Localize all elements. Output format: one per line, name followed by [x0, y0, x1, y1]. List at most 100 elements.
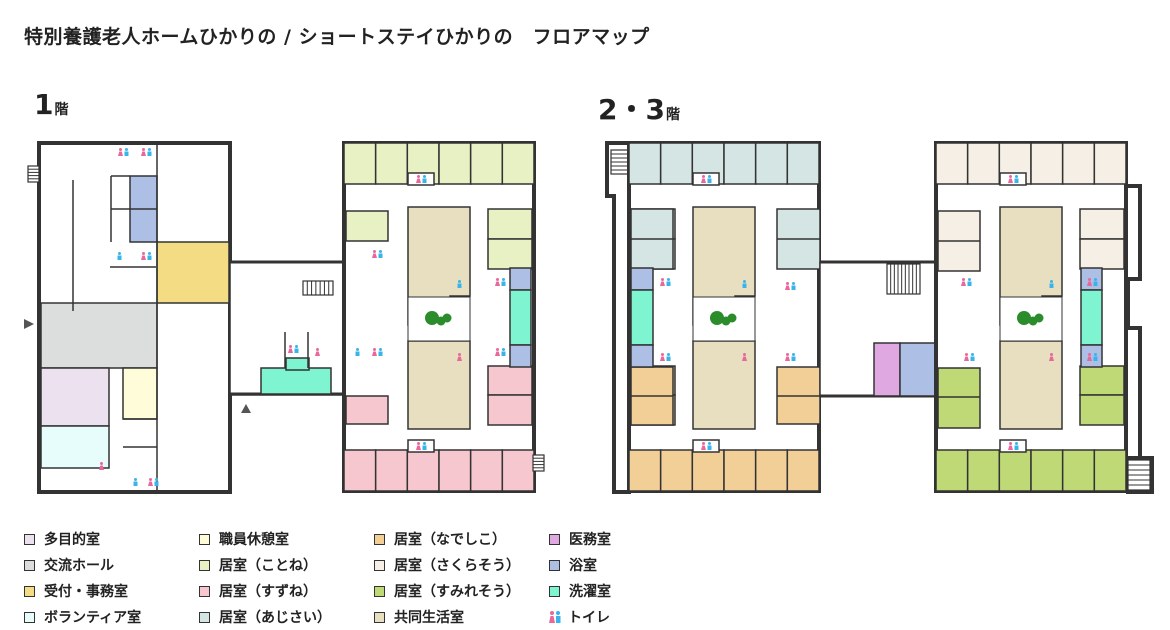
- legend-item-multipurpose: 多目的室: [24, 528, 100, 550]
- legend-swatch: [549, 533, 560, 545]
- toilet-icon: [549, 611, 561, 623]
- legend-item-ajisai: 居室（あじさい）: [199, 606, 331, 628]
- legend-label: 居室（さくらそう）: [394, 558, 520, 574]
- room-medical: [873, 342, 901, 397]
- room-bath: [509, 344, 532, 368]
- toilet-icon: [315, 348, 320, 356]
- resident-room: [487, 365, 533, 396]
- legend-item-hall: 交流ホール: [24, 554, 114, 576]
- toilet-icon: [660, 278, 671, 286]
- resident-room: [345, 395, 389, 425]
- toilet-icon: [964, 353, 975, 361]
- room-laundry: [1080, 289, 1103, 346]
- room-laundry: [285, 357, 310, 371]
- resident-room: [786, 449, 820, 492]
- legend-item-medical: 医務室: [549, 528, 611, 550]
- legend-label: 多目的室: [44, 532, 100, 548]
- legend-item-staff: 職員休憩室: [199, 528, 289, 550]
- legend-label: 洗濯室: [569, 584, 611, 600]
- toilet-icon: [355, 348, 360, 356]
- room-hall: [40, 302, 158, 369]
- legend-label: ボランティア室: [44, 610, 142, 626]
- legend-item-sumire: 居室（すみれそう）: [374, 580, 520, 602]
- resident-room: [935, 142, 969, 185]
- legend-swatch: [374, 533, 385, 545]
- resident-room: [998, 449, 1032, 492]
- resident-room: [786, 142, 820, 185]
- toilet-icon: [495, 348, 506, 356]
- toilet-icon: [141, 148, 152, 156]
- legend-swatch: [199, 559, 210, 571]
- room-staff: [122, 367, 158, 420]
- toilet-icon: [416, 442, 427, 450]
- legend-item-common: 共同生活室: [374, 606, 464, 628]
- room-laundry: [260, 367, 332, 395]
- floor-suffix: 階: [54, 102, 69, 118]
- page-title: 特別養護老人ホームひかりの / ショートステイひかりの フロアマップ: [24, 26, 650, 48]
- resident-room: [501, 449, 535, 492]
- toilet-icon: [141, 252, 152, 260]
- legend-item-volunteer: ボランティア室: [24, 606, 141, 628]
- resident-room: [1061, 142, 1096, 185]
- resident-room: [1061, 449, 1096, 492]
- resident-room: [1079, 365, 1125, 396]
- resident-room: [754, 449, 789, 492]
- room-laundry: [630, 289, 654, 346]
- toilet-icon: [117, 252, 122, 260]
- resident-room: [723, 142, 757, 185]
- toilet-icon: [495, 278, 506, 286]
- room-bath: [630, 344, 654, 368]
- resident-room: [374, 449, 409, 492]
- legend-label: 浴室: [569, 558, 597, 574]
- resident-room: [343, 449, 377, 492]
- room-volunteer: [40, 425, 110, 469]
- resident-room: [659, 142, 694, 185]
- resident-room: [374, 142, 409, 185]
- legend-label: 交流ホール: [44, 558, 114, 574]
- toilet-icon: [416, 175, 427, 183]
- resident-room: [438, 142, 472, 185]
- stairs-icon: [27, 165, 40, 183]
- stairs-icon: [302, 280, 334, 296]
- resident-room: [469, 449, 504, 492]
- entrance-arrow-icon: [24, 319, 34, 329]
- courtyard-tree-icon: [425, 311, 452, 326]
- resident-room: [935, 449, 969, 492]
- resident-room: [966, 142, 1001, 185]
- floor-map-23f: [605, 141, 1154, 494]
- legend-swatch: [24, 559, 35, 571]
- legend-item-laundry: 洗濯室: [549, 580, 611, 602]
- floor-label-1f: 1階: [34, 88, 68, 121]
- floor-number: 1: [34, 88, 54, 121]
- resident-room: [343, 142, 377, 185]
- floor-map-1f: [24, 141, 545, 494]
- toilet-icon: [701, 175, 712, 183]
- room-bath: [509, 267, 532, 291]
- resident-room: [438, 449, 472, 492]
- legend-label: 共同生活室: [394, 610, 464, 626]
- toilet-icon: [133, 478, 138, 486]
- legend-swatch: [374, 585, 385, 597]
- legend-label: 居室（すずね）: [219, 584, 317, 600]
- toilet-icon: [372, 250, 383, 258]
- resident-room: [487, 238, 533, 270]
- resident-room: [487, 208, 533, 240]
- resident-room: [345, 210, 389, 242]
- toilet-icon: [742, 353, 747, 361]
- toilet-icon: [1087, 278, 1098, 286]
- toilet-icon: [1008, 175, 1019, 183]
- resident-room: [1079, 238, 1125, 270]
- toilet-icon: [148, 478, 159, 486]
- legend-item-toilet: トイレ: [549, 606, 610, 628]
- legend-swatch: [199, 533, 210, 545]
- legend-label: 職員休憩室: [219, 532, 289, 548]
- entrance-arrow-icon: [241, 404, 251, 413]
- room-bath: [1080, 344, 1103, 368]
- floor-suffix: 階: [665, 107, 680, 123]
- legend-item-bath: 浴室: [549, 554, 597, 576]
- toilet-icon: [660, 353, 671, 361]
- legend-label: 居室（すみれそう）: [394, 584, 520, 600]
- legend-label: 居室（ことね）: [219, 558, 317, 574]
- toilet-icon: [457, 280, 462, 288]
